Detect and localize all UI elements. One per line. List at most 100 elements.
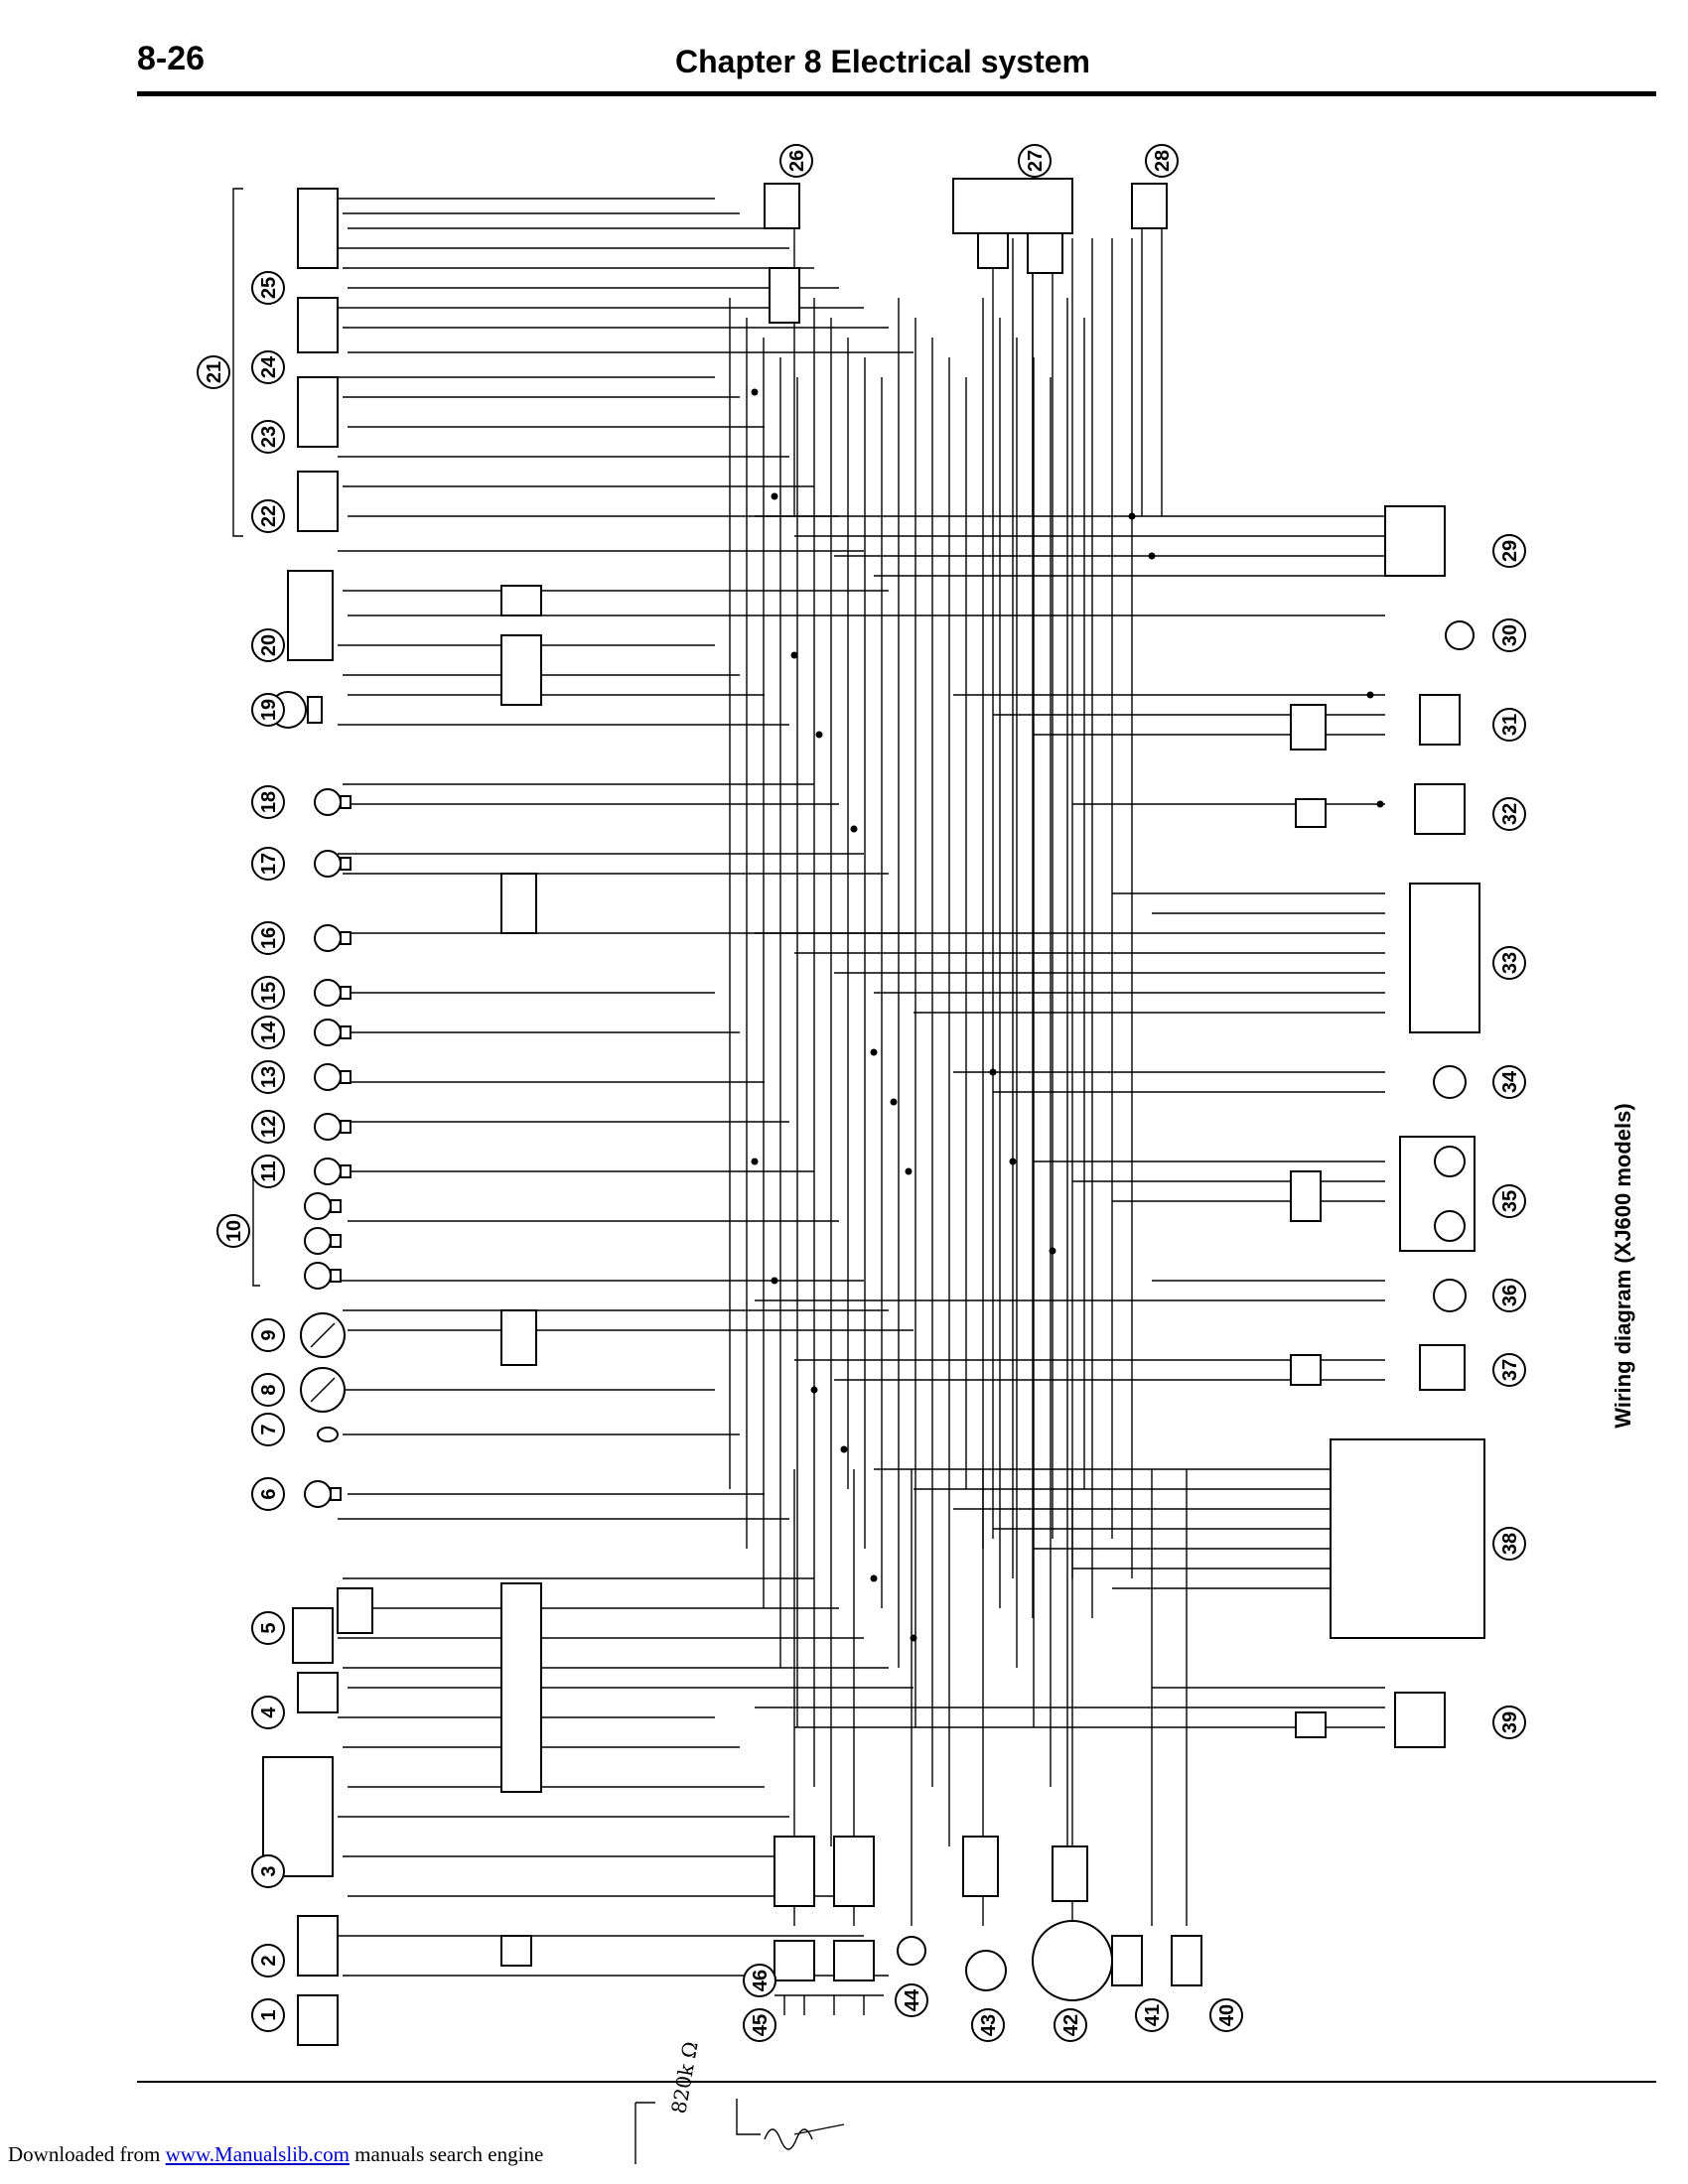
component-label-35: 35 [1492,1184,1526,1218]
switch-block [297,297,339,353]
component-label-44: 44 [895,1983,928,2017]
component-label-38: 38 [1492,1527,1526,1561]
component-label-3: 3 [251,1854,285,1888]
switch-block [297,1915,339,1977]
svg-text:15: 15 [258,982,280,1004]
component-label-16: 16 [251,921,285,955]
svg-text:1: 1 [258,2009,280,2020]
switch-block [297,1672,339,1713]
bracket-10 [252,1175,260,1287]
handwritten-note: 820k Ω [634,2040,845,2164]
component-label-26: 26 [779,144,813,178]
bulb-icon [314,1019,342,1046]
bulb-icon [314,1113,342,1141]
component-label-19: 19 [251,693,285,727]
manualslib-link[interactable]: www.Manualslib.com [165,2142,350,2166]
connector-icon [1295,1711,1327,1738]
component-label-33: 33 [1492,946,1526,980]
component-label-41: 41 [1135,1998,1169,2032]
relay-27 [952,178,1073,234]
component-label-2: 2 [251,1944,285,1978]
spark-plugs-45 [774,1994,884,2015]
component-label-15: 15 [251,976,285,1010]
switch-block [287,570,334,661]
component-label-9: 9 [251,1318,285,1352]
connector-icon [500,873,537,934]
coil-46a [774,1940,815,1981]
bulb-icon [314,1158,342,1185]
connector-icon [1290,1170,1322,1222]
coil-46b [833,1940,875,1981]
component-label-34: 34 [1492,1065,1526,1099]
motor-icon [1445,620,1475,650]
component-label-32: 32 [1492,797,1526,831]
switch-41 [1111,1935,1143,1986]
component-label-8: 8 [251,1373,285,1407]
bulb-icon [304,1192,332,1220]
svg-text:46: 46 [750,1970,772,1991]
svg-text:3: 3 [258,1865,280,1876]
svg-text:33: 33 [1499,952,1521,974]
component-label-23: 23 [251,420,285,454]
svg-text:40: 40 [1216,2004,1238,2026]
header-rule [137,91,1656,96]
component-symbols [232,178,1485,2046]
chapter-title: Chapter 8 Electrical system [675,44,1090,79]
svg-text:9: 9 [258,1329,280,1340]
svg-text:30: 30 [1499,624,1521,646]
svg-text:7: 7 [258,1424,280,1434]
component-label-6: 6 [251,1477,285,1511]
alternator-42 [1032,1920,1113,2001]
component-label-4: 4 [251,1696,285,1729]
resistor-37 [1419,1344,1466,1391]
connector-icon [774,1836,815,1907]
svg-text:17: 17 [258,853,280,875]
component-label-10: 10 [216,1214,250,1248]
svg-text:41: 41 [1142,2004,1164,2026]
svg-text:42: 42 [1060,2014,1082,2036]
handwritten-note-text: 820k Ω [666,2040,702,2116]
svg-text:34: 34 [1499,1070,1521,1093]
component-label-37: 37 [1492,1353,1526,1387]
component-label-18: 18 [251,785,285,819]
component-label-29: 29 [1492,534,1526,568]
component-label-17: 17 [251,847,285,881]
svg-text:12: 12 [258,1116,280,1138]
component-label-46: 46 [743,1964,776,1997]
wire-bundle [338,198,1385,1977]
svg-text:25: 25 [258,277,280,299]
component-label-20: 20 [251,628,285,662]
svg-text:26: 26 [786,150,808,172]
switch-block [297,188,339,269]
bulb-icon [314,850,342,878]
component-label-12: 12 [251,1110,285,1144]
switch-block [297,1994,339,2046]
connector-icon [962,1836,999,1897]
svg-text:35: 35 [1499,1190,1521,1212]
switch-block [297,376,339,448]
svg-text:28: 28 [1152,150,1174,172]
component-label-5: 5 [251,1611,285,1645]
bulb-icon [304,1480,332,1508]
connector-icon [1290,704,1327,751]
connector-icon [1290,1354,1322,1386]
svg-text:13: 13 [258,1066,280,1088]
component-numbers: 1234567891011121314151617181920212223242… [197,144,1526,2042]
svg-text:5: 5 [258,1622,280,1633]
svg-text:44: 44 [902,1988,923,2011]
svg-text:37: 37 [1499,1359,1521,1381]
connector-icon [500,1582,542,1793]
svg-text:43: 43 [978,2014,1000,2036]
svg-text:23: 23 [258,426,280,448]
switch-26 [764,183,800,229]
svg-text:11: 11 [258,1160,280,1181]
connector-icon [337,1587,373,1634]
connector-icon [1052,1845,1088,1902]
svg-text:31: 31 [1499,714,1521,736]
switch-block [297,471,339,532]
svg-text:8: 8 [258,1384,280,1395]
connector-icon [500,634,542,706]
component-label-31: 31 [1492,708,1526,742]
svg-text:6: 6 [258,1488,280,1499]
svg-text:24: 24 [258,355,280,378]
